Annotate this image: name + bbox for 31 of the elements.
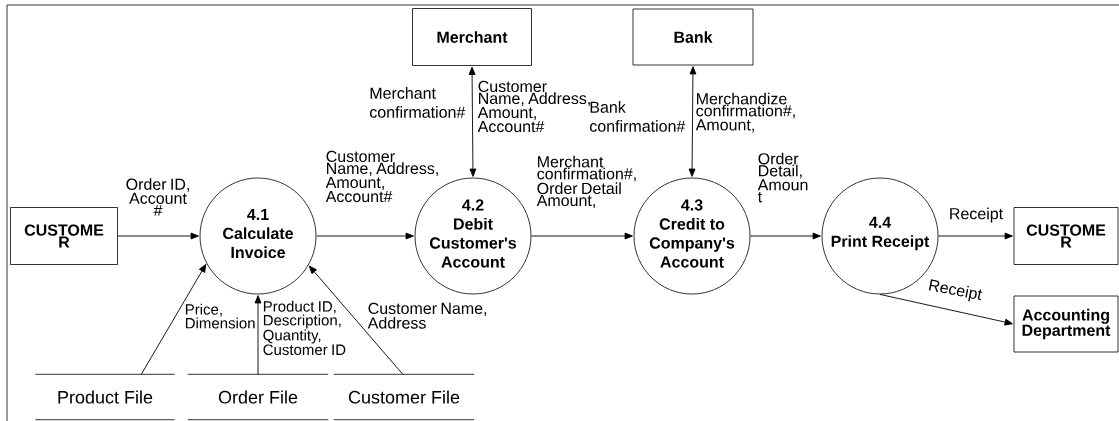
data-store: Order File (187, 373, 329, 421)
arrow (254, 295, 262, 375)
arrow (530, 232, 633, 240)
edge-label: Customer Name, Address, Amount, Account# (477, 80, 590, 133)
entity-box: CUSTOME R (1013, 207, 1119, 265)
edge-label: Order ID, Account # (126, 178, 189, 216)
data-store: Customer File (333, 373, 475, 421)
arrow (937, 232, 1013, 240)
edge-label: Price, Dimension (185, 303, 255, 329)
edge-label: Receipt (950, 207, 1003, 223)
edge-label: Product ID, Description, Quantity, Customer ID (263, 300, 346, 356)
flow-label: Merchant confirmation# (370, 87, 466, 118)
edge-label: Merchandize confirmation#, Amount, (695, 92, 795, 133)
edge-label: Order Detail, Amoun t (757, 152, 808, 203)
arrow (688, 66, 697, 177)
entity-box: CUSTOME R (10, 207, 118, 265)
arrow (117, 232, 199, 240)
edge-label: Merchant confirmation#, Order Detail Amount, (536, 155, 636, 208)
arrow (140, 264, 207, 375)
edge-label: Receipt (928, 279, 983, 302)
arrow (468, 66, 477, 177)
data-store: Product File (34, 373, 176, 421)
arrow (308, 265, 404, 375)
entity-box: Accounting Department (1013, 295, 1119, 353)
arrow (315, 232, 414, 240)
arrow (879, 293, 1013, 326)
arrow (749, 232, 821, 240)
entity-box: Bank (632, 8, 754, 66)
edge-label: Customer Name, Address (367, 302, 487, 329)
flow-label: Bank confirmation# (590, 101, 686, 132)
entity-box: Merchant (412, 8, 532, 66)
